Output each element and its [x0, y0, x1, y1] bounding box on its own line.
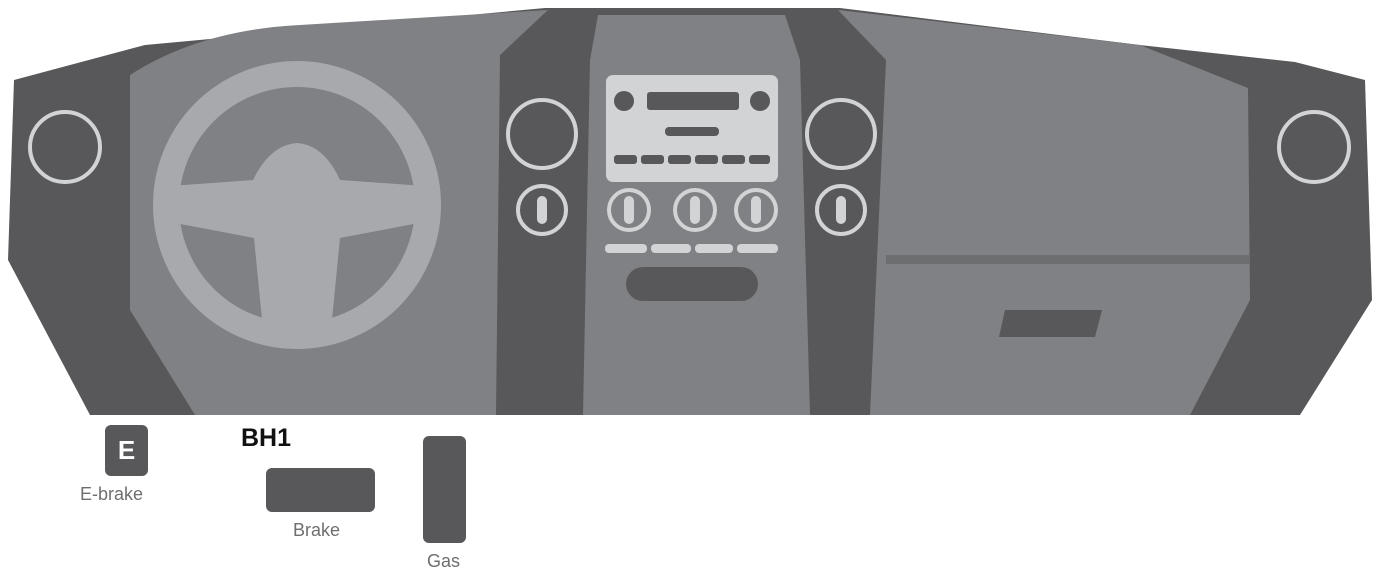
console-storage-slot — [626, 267, 758, 301]
radio-slot — [665, 127, 719, 136]
page-title: BH1 — [241, 424, 291, 453]
ebrake-control[interactable]: E — [105, 425, 148, 476]
glovebox-divider — [886, 255, 1250, 264]
passenger-panel — [838, 10, 1250, 415]
glovebox-handle — [999, 310, 1102, 337]
ebrake-label: E-brake — [80, 484, 143, 505]
radio-knob-left — [614, 91, 634, 111]
brake-label: Brake — [293, 520, 340, 541]
radio-knob-right — [750, 91, 770, 111]
ebrake-badge: E — [118, 435, 135, 466]
radio-display — [647, 92, 739, 110]
brake-pedal[interactable] — [266, 468, 375, 512]
gas-pedal[interactable] — [423, 436, 466, 543]
